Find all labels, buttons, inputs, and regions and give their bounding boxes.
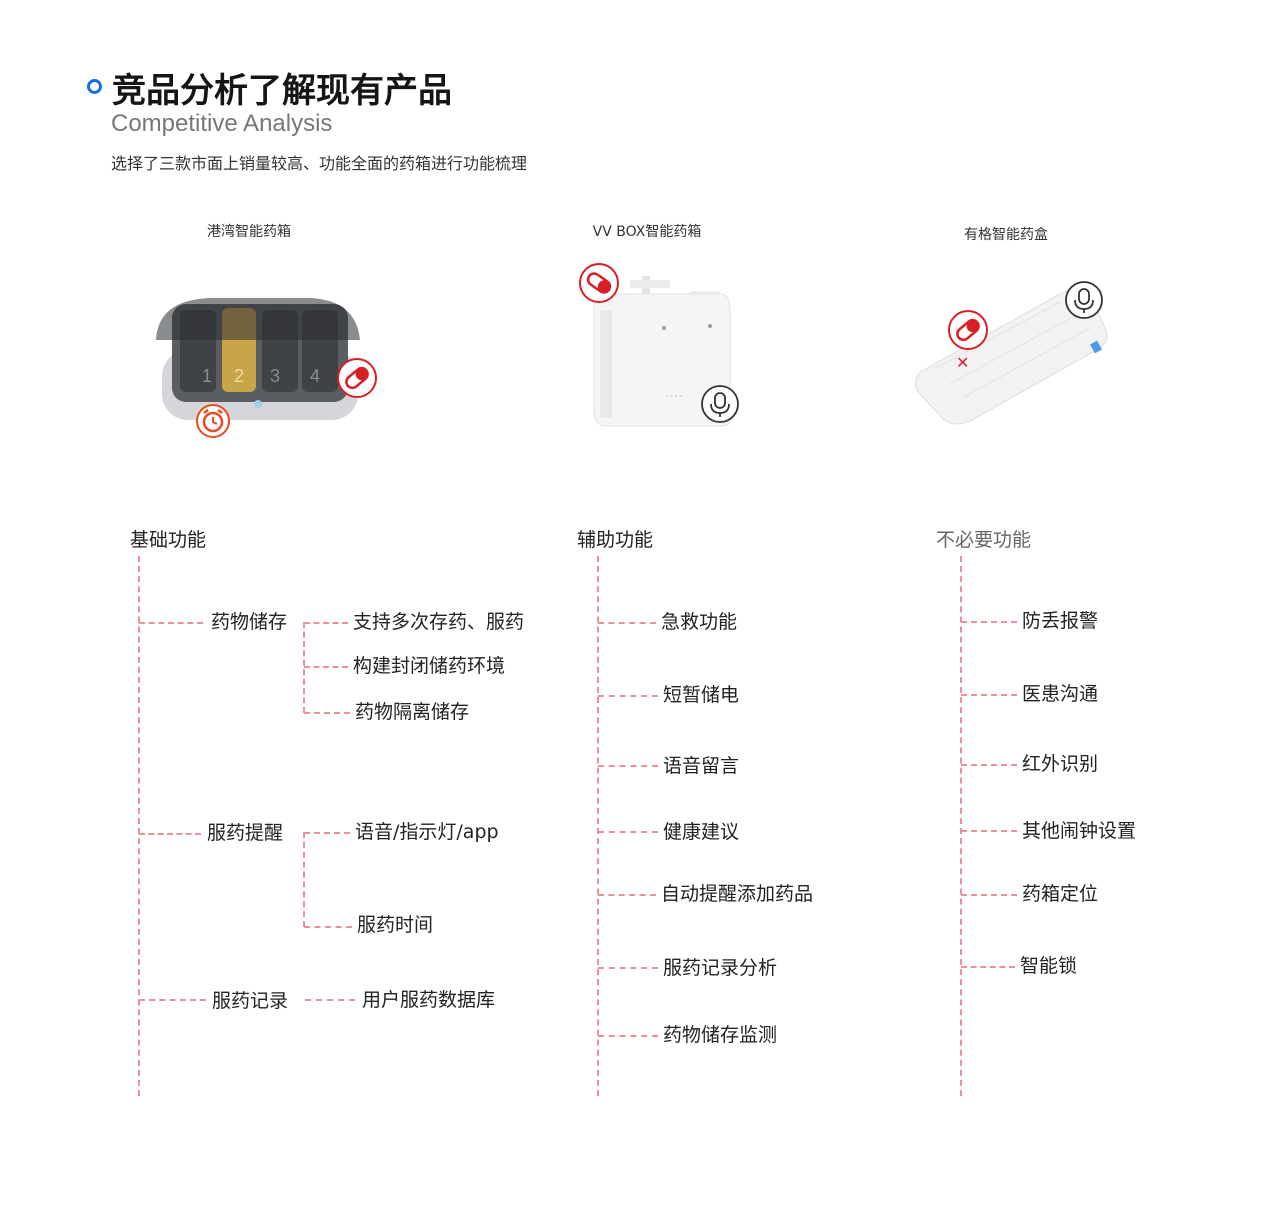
- branch-line: [961, 894, 1017, 896]
- tree-node-drug-storage: 药物储存: [211, 611, 288, 633]
- branch-line: [139, 622, 203, 624]
- branch-line: [961, 830, 1017, 832]
- branch-line: [304, 622, 348, 624]
- branch-line: [961, 694, 1017, 696]
- pill-icon: [579, 263, 619, 303]
- svg-text:◦ ◦ ◦ ◦: ◦ ◦ ◦ ◦: [666, 393, 682, 400]
- branch-line: [961, 966, 1015, 968]
- tree-leaf: 用户服药数据库: [362, 989, 496, 1011]
- pill-icon: [948, 310, 988, 350]
- branch-line: [598, 622, 656, 624]
- branch-line: [304, 712, 350, 714]
- tree-leaf: 构建封闭储药环境: [353, 655, 506, 677]
- product-name-1: 港湾智能药箱: [207, 224, 291, 240]
- unnecessary-item: 其他闹钟设置: [1022, 820, 1137, 842]
- auxiliary-item: 健康建议: [663, 821, 740, 843]
- tree-node-record: 服药记录: [212, 990, 289, 1012]
- product-image-1: 1 2 3 4: [156, 298, 360, 420]
- compartment-label-4: 4: [310, 366, 320, 386]
- tree-leaf: 服药时间: [357, 914, 434, 936]
- branch-line: [598, 831, 658, 833]
- page-subtitle: Competitive Analysis: [111, 110, 333, 137]
- product-name-3: 有格智能药盒: [964, 227, 1048, 243]
- auxiliary-item: 服药记录分析: [663, 957, 778, 979]
- branch-line: [139, 999, 206, 1001]
- microphone-icon: [1065, 281, 1103, 319]
- unnecessary-item: 医患沟通: [1022, 683, 1099, 705]
- tree-trunk-basic: [138, 556, 140, 1096]
- column-title-basic: 基础功能: [130, 529, 207, 551]
- branch-line: [598, 894, 656, 896]
- tree-trunk-auxiliary: [597, 556, 599, 1096]
- sub-trunk: [303, 832, 305, 927]
- branch-line: [305, 999, 355, 1001]
- auxiliary-item: 短暂储电: [663, 684, 740, 706]
- unnecessary-item: 智能锁: [1020, 955, 1078, 977]
- tree-node-reminder: 服药提醒: [207, 822, 284, 844]
- page-description: 选择了三款市面上销量较高、功能全面的药箱进行功能梳理: [111, 154, 528, 173]
- compartment-label-2: 2: [234, 366, 244, 386]
- auxiliary-item: 急救功能: [661, 611, 738, 633]
- column-title-unnecessary: 不必要功能: [936, 529, 1032, 551]
- auxiliary-item: 自动提醒添加药品: [661, 883, 814, 905]
- product-name-2: VV BOX智能药箱: [592, 224, 702, 240]
- branch-line: [139, 833, 201, 835]
- pill-icon: [337, 358, 377, 398]
- svg-text:✕: ✕: [956, 355, 969, 372]
- tree-leaf: 语音/指示灯/app: [355, 821, 499, 843]
- branch-line: [598, 765, 658, 767]
- branch-line: [961, 621, 1017, 623]
- unnecessary-item: 红外识别: [1022, 753, 1099, 775]
- branch-line: [598, 695, 658, 697]
- tree-leaf: 支持多次存药、服药: [353, 611, 525, 633]
- compartment-label-1: 1: [202, 366, 212, 386]
- branch-line: [304, 666, 348, 668]
- auxiliary-item: 药物储存监测: [663, 1024, 778, 1046]
- tree-leaf: 药物隔离储存: [355, 701, 470, 723]
- column-title-auxiliary: 辅助功能: [577, 529, 654, 551]
- auxiliary-item: 语音留言: [663, 755, 740, 777]
- unnecessary-item: 防丢报警: [1022, 610, 1099, 632]
- branch-line: [961, 764, 1017, 766]
- page-title: 竞品分析了解现有产品: [112, 71, 452, 111]
- branch-line: [304, 832, 350, 834]
- branch-line: [598, 1035, 658, 1037]
- branch-line: [598, 967, 658, 969]
- compartment-label-3: 3: [270, 366, 280, 386]
- title-bullet-icon: [87, 79, 102, 94]
- branch-line: [304, 926, 352, 928]
- alarm-clock-icon: [196, 404, 230, 438]
- microphone-icon: [701, 385, 739, 423]
- unnecessary-item: 药箱定位: [1022, 883, 1099, 905]
- tree-trunk-unnecessary: [960, 556, 962, 1096]
